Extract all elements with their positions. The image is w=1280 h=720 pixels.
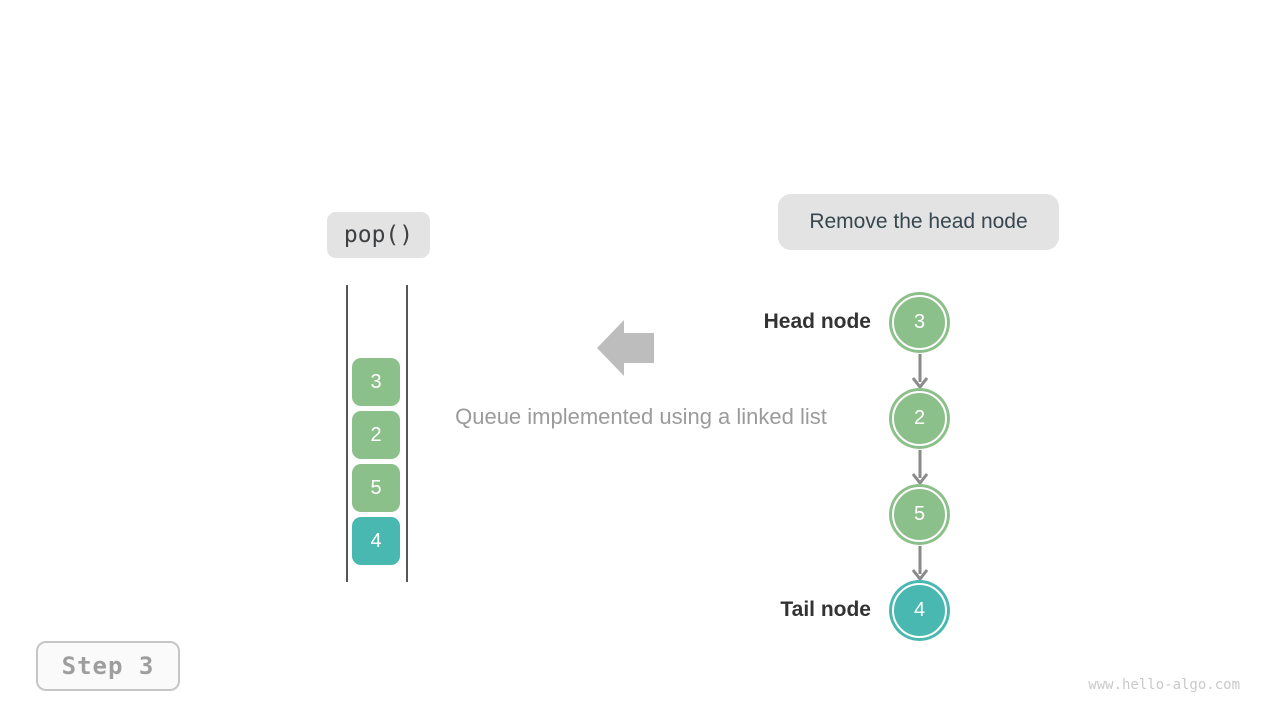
queue-wall-left [346, 285, 348, 582]
pop-operation-label: pop() [327, 212, 430, 258]
queue-item: 3 [352, 358, 400, 406]
down-arrow-icon [911, 450, 929, 485]
queue-wall-right [406, 285, 408, 582]
queue-items-column: 3 2 5 4 [352, 358, 400, 565]
linked-list-node: 4 [892, 583, 947, 638]
down-arrow-icon [911, 546, 929, 581]
head-node-label: Head node [763, 310, 871, 333]
linked-list-node: 2 [892, 391, 947, 446]
left-arrow-icon [597, 320, 654, 376]
tail-node-label: Tail node [780, 598, 871, 621]
linked-list-node: 5 [892, 487, 947, 542]
watermark: www.hello-algo.com [1088, 677, 1240, 693]
queue-item: 4 [352, 517, 400, 565]
queue-item: 5 [352, 464, 400, 512]
step-badge: Step 3 [36, 641, 180, 691]
linked-list-node: 3 [892, 295, 947, 350]
remove-head-annotation: Remove the head node [778, 194, 1059, 250]
down-arrow-icon [911, 354, 929, 389]
queue-item: 2 [352, 411, 400, 459]
diagram-caption: Queue implemented using a linked list [455, 404, 827, 429]
